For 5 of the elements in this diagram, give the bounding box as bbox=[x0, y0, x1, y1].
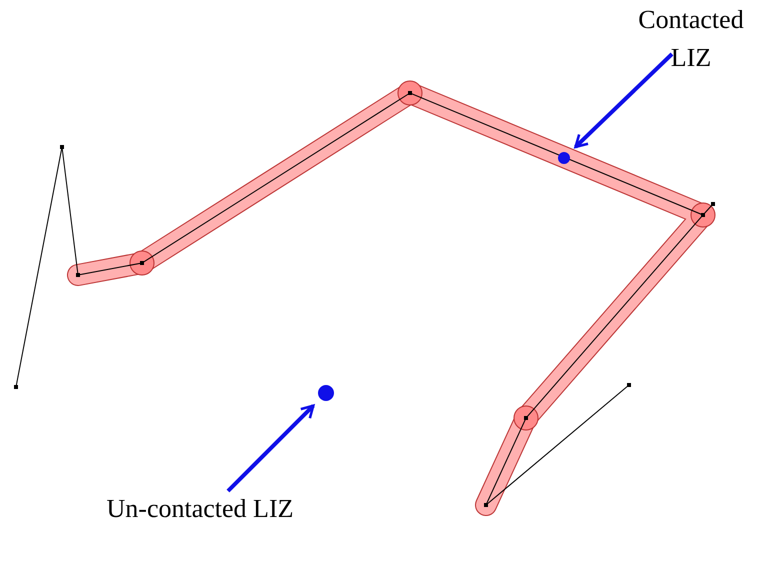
arrow bbox=[226, 404, 315, 492]
arrow bbox=[574, 52, 674, 148]
callout-label: Un-contacted LIZ bbox=[100, 490, 300, 528]
callout-label: Contacted LIZ bbox=[630, 1, 752, 77]
contact-point bbox=[318, 385, 334, 401]
